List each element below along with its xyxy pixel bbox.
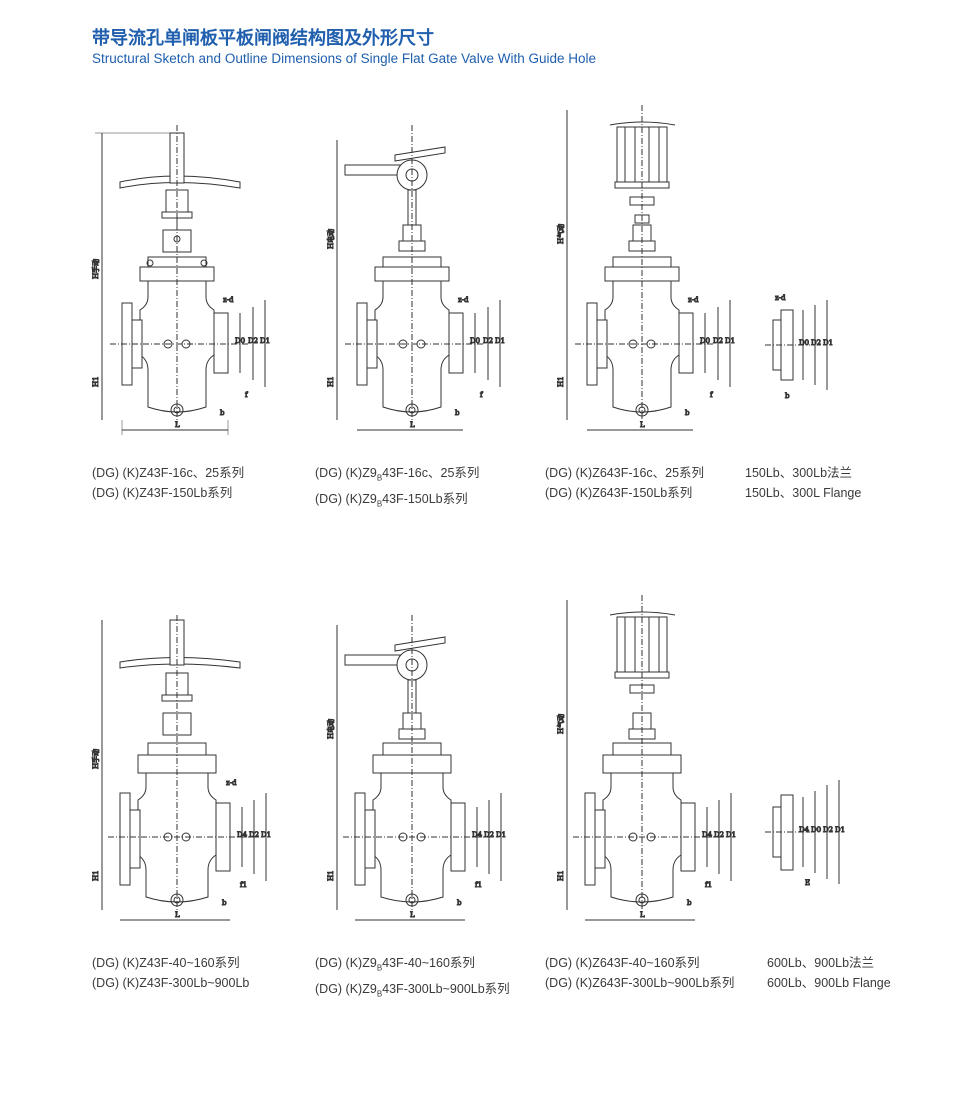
dim-d1: D1 xyxy=(496,831,506,839)
dim-d1: D1 xyxy=(726,831,736,839)
dim-d0: D0 xyxy=(799,339,809,347)
dim-d0: D0 xyxy=(700,337,710,345)
caption-row1-col4: 150Lb、300Lb法兰 150Lb、300L Flange xyxy=(745,463,861,503)
dim-b: b xyxy=(685,409,690,417)
caption-line: (DG) (K)Z43F-16c、25系列 xyxy=(92,466,245,480)
dim-d1: D1 xyxy=(495,337,505,345)
dim-d2: D2 xyxy=(823,826,833,834)
caption-line: (DG) (K)Z9B43F-150Lb系列 xyxy=(315,491,468,509)
figure-handwheel-valve-class-a: H手动 H1 L z-d D0 D2 D1 b f xyxy=(90,125,271,440)
figure-flange-detail-150-300: z-d D0 D2 D1 b xyxy=(765,290,845,405)
dim-d1: D1 xyxy=(725,337,735,345)
dim-d1: D1 xyxy=(835,826,845,834)
caption-line: (DG) (K)Z43F-150Lb系列 xyxy=(92,486,233,500)
dim-d1: D1 xyxy=(260,337,270,345)
dim-h1: H1 xyxy=(557,376,565,387)
dim-zd: z-d xyxy=(226,779,237,787)
dim-l: L xyxy=(640,421,645,429)
dim-l: L xyxy=(175,421,180,429)
caption-line: (DG) (K)Z643F-150Lb系列 xyxy=(545,486,693,500)
caption-row2-col2: (DG) (K)Z9B43F-40~160系列 (DG) (K)Z9B43F-3… xyxy=(315,953,510,1004)
dim-d2: D2 xyxy=(249,831,259,839)
page-title-en: Structural Sketch and Outline Dimensions… xyxy=(92,51,596,66)
caption-line: (DG) (K)Z643F-300Lb~900Lb系列 xyxy=(545,976,735,990)
dim-h-pneu: H气动 xyxy=(556,714,565,734)
caption-row1-col2: (DG) (K)Z9B43F-16c、25系列 (DG) (K)Z9B43F-1… xyxy=(315,463,479,514)
caption-line: (DG) (K)Z9B43F-16c、25系列 xyxy=(315,466,480,483)
figure-handwheel-valve-class-b: H手动 H1 L z-d D4 D2 D1 b f1 xyxy=(90,615,272,930)
dim-f1: f1 xyxy=(475,881,482,889)
dim-h-hand: H手动 xyxy=(91,259,100,279)
dim-f1: f1 xyxy=(240,881,247,889)
figure-pneumatic-valve-class-b: H气动 H1 L D4 D2 D1 b f1 xyxy=(555,595,737,930)
dim-l: L xyxy=(640,911,645,919)
dim-d2: D2 xyxy=(811,339,821,347)
dim-h-pneu: H气动 xyxy=(556,224,565,244)
caption-line: 150Lb、300Lb法兰 xyxy=(745,466,853,480)
handwheel-icon xyxy=(394,146,446,162)
dim-d4: D4 xyxy=(799,826,810,834)
dim-zd: z-d xyxy=(458,296,469,304)
dim-h1: H1 xyxy=(327,376,335,387)
dim-zd: z-d xyxy=(223,296,234,304)
caption-line: 150Lb、300L Flange xyxy=(745,486,862,500)
dim-zd: z-d xyxy=(775,294,786,302)
caption-line: (DG) (K)Z43F-40~160系列 xyxy=(92,956,240,970)
dim-d0: D0 xyxy=(811,826,821,834)
caption-line: (DG) (K)Z643F-16c、25系列 xyxy=(545,466,705,480)
dim-b: b xyxy=(220,409,225,417)
dim-h-elec: H电动 xyxy=(326,229,335,249)
dim-b: b xyxy=(222,899,227,907)
dim-h1: H1 xyxy=(557,870,565,881)
figure-pneumatic-valve-class-a: H气动 H1 L z-d D0 D2 D1 b f xyxy=(555,105,736,440)
dim-f: f xyxy=(710,391,714,399)
figure-flange-detail-600-900: D4 D0 D2 D1 E xyxy=(765,775,847,890)
dim-d4: D4 xyxy=(237,831,248,839)
dim-l: L xyxy=(410,911,415,919)
caption-row1-col1: (DG) (K)Z43F-16c、25系列 (DG) (K)Z43F-150Lb… xyxy=(92,463,244,503)
dim-d2: D2 xyxy=(248,337,258,345)
dim-f: f xyxy=(245,391,249,399)
caption-line: (DG) (K)Z643F-40~160系列 xyxy=(545,956,700,970)
dim-d0: D0 xyxy=(235,337,245,345)
dim-b: b xyxy=(457,899,462,907)
dim-b: b xyxy=(455,409,460,417)
dim-h1: H1 xyxy=(92,870,100,881)
dim-h-elec: H电动 xyxy=(326,719,335,739)
caption-line: (DG) (K)Z9B43F-300Lb~900Lb系列 xyxy=(315,981,510,999)
caption-line: (DG) (K)Z43F-300Lb~900Lb xyxy=(92,976,250,990)
dim-d2: D2 xyxy=(484,831,494,839)
dim-l: L xyxy=(175,911,180,919)
dim-h1: H1 xyxy=(92,376,100,387)
dim-f: f xyxy=(480,391,484,399)
dim-h1: H1 xyxy=(327,870,335,881)
caption-line: (DG) (K)Z9B43F-40~160系列 xyxy=(315,956,475,973)
caption-row2-col3: (DG) (K)Z643F-40~160系列 (DG) (K)Z643F-300… xyxy=(545,953,734,993)
dim-d1: D1 xyxy=(823,339,833,347)
caption-row2-col4: 600Lb、900Lb法兰 600Lb、900Lb Flange xyxy=(767,953,891,993)
dim-f1: f1 xyxy=(705,881,712,889)
caption-row1-col3: (DG) (K)Z643F-16c、25系列 (DG) (K)Z643F-150… xyxy=(545,463,704,503)
handwheel-icon xyxy=(394,636,446,652)
dim-l: L xyxy=(410,421,415,429)
caption-row2-col1: (DG) (K)Z43F-40~160系列 (DG) (K)Z43F-300Lb… xyxy=(92,953,249,993)
dim-d2: D2 xyxy=(483,337,493,345)
dim-d2: D2 xyxy=(713,337,723,345)
dim-b: b xyxy=(785,392,790,400)
dim-d4: D4 xyxy=(472,831,483,839)
dim-d1: D1 xyxy=(261,831,271,839)
dim-d2: D2 xyxy=(714,831,724,839)
dim-d4: D4 xyxy=(702,831,713,839)
caption-line: 600Lb、900Lb Flange xyxy=(767,976,891,990)
dim-d0: D0 xyxy=(470,337,480,345)
dim-e: E xyxy=(805,879,810,887)
figure-electric-valve-class-b: H电动 H1 L D4 D2 D1 b f1 xyxy=(325,615,507,930)
caption-line: 600Lb、900Lb法兰 xyxy=(767,956,875,970)
dim-zd: z-d xyxy=(688,296,699,304)
dim-b: b xyxy=(687,899,692,907)
figure-electric-valve-class-a: H电动 H1 L z-d D0 D2 D1 b f xyxy=(325,125,506,440)
page-title-zh: 带导流孔单闸板平板闸阀结构图及外形尺寸 xyxy=(92,28,434,49)
dim-h-hand: H手动 xyxy=(91,749,100,769)
